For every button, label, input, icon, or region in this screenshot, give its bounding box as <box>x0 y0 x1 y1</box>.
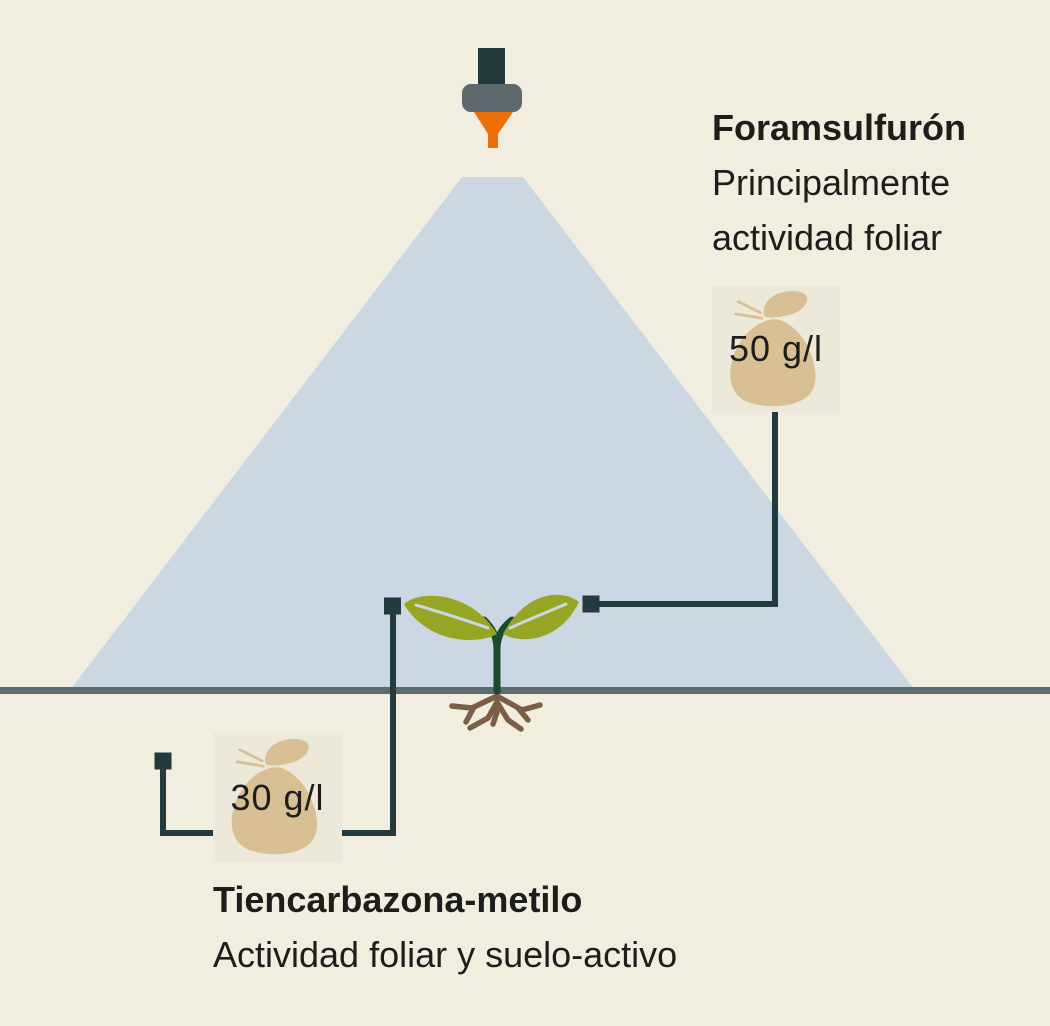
foramsulfuron-label: Foramsulfurón Principalmente actividad f… <box>712 100 966 265</box>
tiencarbazona-label: Tiencarbazona-metilo Actividad foliar y … <box>213 872 677 982</box>
foramsulfuron-connector-line <box>582 410 778 613</box>
tiencarbazona-dose-box <box>213 733 342 862</box>
spray-nozzle-icon <box>462 48 522 148</box>
foramsulfuron-description-line2: actividad foliar <box>712 217 943 258</box>
tiencarbazona-dose-value: 30 g/l <box>230 776 325 818</box>
foramsulfuron-title: Foramsulfurón <box>712 107 967 148</box>
foramsulfuron-dose-value: 50 g/l <box>728 328 824 369</box>
tiencarbazona-description: Actividad foliar y suelo-activo <box>213 934 678 975</box>
seedling-icon <box>404 594 579 732</box>
tiencarbazona-title: Tiencarbazona-metilo <box>213 879 583 920</box>
foramsulfuron-dose-box <box>712 286 840 412</box>
spray-cone <box>70 177 915 690</box>
foramsulfuron-description-line1: Principalmente <box>712 162 951 203</box>
ground-line <box>0 687 1050 694</box>
